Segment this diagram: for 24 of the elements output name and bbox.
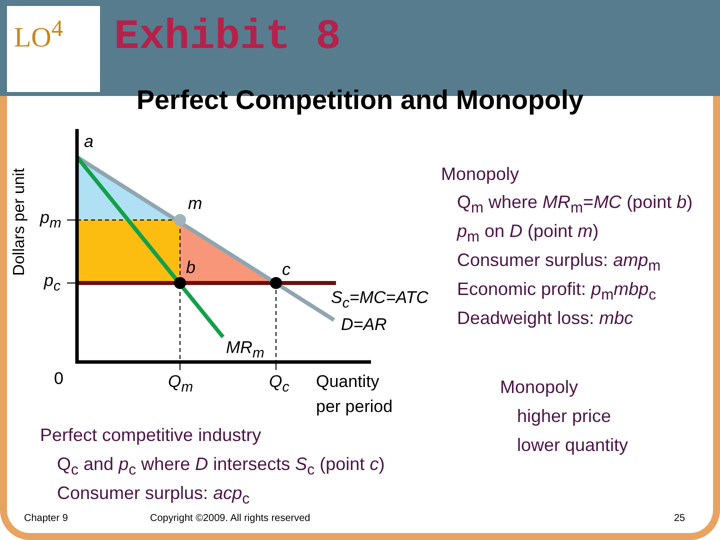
footer-text: Chapter 9 xyxy=(24,513,68,524)
summary-line: lower quantity xyxy=(517,435,628,456)
tick-label: p$_{m}$ xyxy=(40,208,62,232)
summary-heading: Monopoly xyxy=(500,377,578,398)
footer-text: Copyright ©2009. All rights reserved xyxy=(150,513,310,524)
summary-line: Consumer surplus: acp$_{c}$ xyxy=(57,483,250,508)
summary-line: Economic profit: p$_{m}$mbp$_{c}$ xyxy=(457,279,656,304)
summary-heading: Monopoly xyxy=(441,164,520,185)
summary-line: Q$_{c}$ and p$_{c}$ where D intersects S$_{c}$ (point c) xyxy=(57,454,385,479)
tick-label: Q$_{c}$ xyxy=(269,372,290,396)
summary-line: Deadweight loss: mbc xyxy=(457,308,634,329)
summary-line: Consumer surplus: amp$_{m}$ xyxy=(457,250,661,275)
summary-line: Q$_{m}$ where MR$_{m}$=MC (point b) xyxy=(457,192,693,217)
exhibit-heading: Exhibit 8 xyxy=(114,13,341,62)
tick-label: p$_{c}$ xyxy=(44,271,61,295)
axis-label: Quantity per period xyxy=(316,371,394,418)
summary-line: p$_{m}$ on D (point m) xyxy=(457,221,599,246)
page-number: 25 xyxy=(674,513,686,524)
tick-label: Q$_{m}$ xyxy=(168,372,194,396)
tick-label: 0 xyxy=(54,369,64,389)
summary-heading: Perfect competitive industry xyxy=(40,425,262,446)
objective-badge: LO$^{4}$ xyxy=(7,6,100,92)
axis-label: Dollars per unit xyxy=(10,168,29,276)
summary-line: higher price xyxy=(517,406,612,427)
